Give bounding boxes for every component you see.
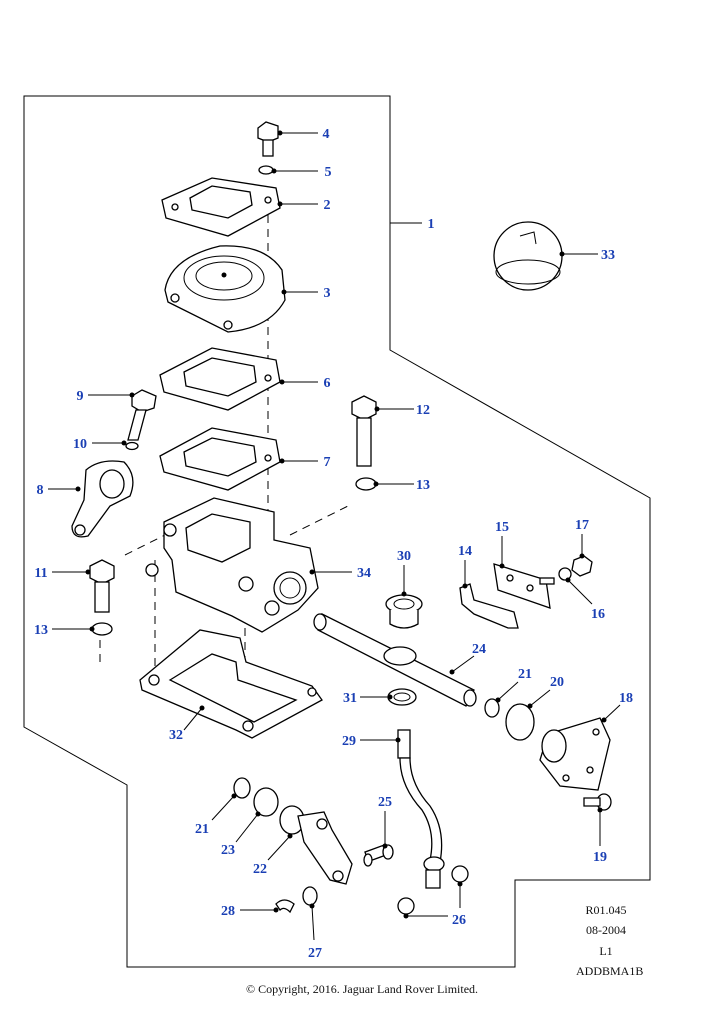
- callout-9: 9: [77, 389, 84, 404]
- callout-27: 27: [308, 946, 322, 961]
- callout-5: 5: [325, 165, 332, 180]
- part-3-cover: [164, 245, 286, 333]
- part-7-gasket: [159, 427, 281, 491]
- reference-drawing-id: ADDBMA1B: [576, 964, 644, 978]
- part-20-o-ring: [505, 703, 535, 741]
- leader-lines: [48, 130, 621, 941]
- callout-8: 8: [37, 483, 44, 498]
- part-33-knob: [493, 221, 563, 291]
- reference-date: 08-2004: [586, 923, 626, 937]
- callout-1: 1: [428, 217, 435, 232]
- callout-22: 22: [253, 862, 267, 877]
- callout-28: 28: [221, 904, 235, 919]
- callout-24: 24: [472, 642, 486, 657]
- part-30-bush: [385, 594, 423, 629]
- part-21-circlip-b: [233, 777, 251, 799]
- copyright-notice: © Copyright, 2016. Jaguar Land Rover Lim…: [245, 982, 479, 996]
- callout-numbers: 1234567891011121313141516171819202121222…: [34, 127, 633, 961]
- callout-17: 17: [575, 518, 589, 533]
- part-32-gasket: [139, 629, 323, 739]
- part-19-screw: [583, 793, 612, 811]
- part-14-bracket: [459, 583, 519, 629]
- callout-3: 3: [324, 286, 331, 301]
- callout-30: 30: [397, 549, 411, 564]
- assembly-boundary: [23, 95, 651, 968]
- part-28-clip: [275, 899, 295, 914]
- part-21-circlip-a: [484, 698, 500, 718]
- callout-34: 34: [357, 566, 371, 581]
- callout-18: 18: [619, 691, 633, 706]
- reference-code: R01.045: [585, 903, 627, 917]
- part-25-pin: [363, 843, 394, 867]
- callout-31: 31: [343, 691, 357, 706]
- reference-level: L1: [599, 944, 613, 958]
- callout-16: 16: [591, 607, 605, 622]
- callout-25: 25: [378, 795, 392, 810]
- callout-13: 13: [416, 478, 430, 493]
- part-2-plate: [161, 177, 281, 237]
- callout-14: 14: [458, 544, 472, 559]
- part-13-washer-b: [91, 622, 113, 636]
- part-24-shaft: [313, 613, 477, 707]
- callout-2: 2: [324, 198, 331, 213]
- callout-32: 32: [169, 728, 183, 743]
- part-4-bolt: [257, 121, 279, 157]
- part-6-gasket: [159, 347, 281, 411]
- callout-23: 23: [221, 843, 235, 858]
- callout-33: 33: [601, 248, 615, 263]
- callout-11: 11: [34, 566, 47, 581]
- callout-20: 20: [550, 675, 564, 690]
- part-8-lever: [71, 460, 134, 538]
- callout-15: 15: [495, 520, 509, 535]
- callout-7: 7: [324, 455, 331, 470]
- part-12-bolt: [351, 395, 377, 467]
- part-5-washer: [258, 165, 274, 175]
- callout-21: 21: [518, 667, 532, 682]
- part-15-plate: [493, 563, 555, 609]
- callout-4: 4: [323, 127, 330, 142]
- callout-10: 10: [73, 437, 87, 452]
- part-27-washer: [302, 886, 318, 906]
- callout-13: 13: [34, 623, 48, 638]
- callout-19: 19: [593, 850, 607, 865]
- callout-21: 21: [195, 822, 209, 837]
- callout-6: 6: [324, 376, 331, 391]
- part-23-o-ring: [253, 787, 279, 817]
- part-16-washer: [558, 567, 572, 581]
- part-29-pipe: [397, 729, 445, 889]
- callout-29: 29: [342, 734, 356, 749]
- part-11-bolt: [89, 559, 115, 613]
- part-34-housing: [145, 497, 319, 633]
- callout-12: 12: [416, 403, 430, 418]
- part-26-washers: [397, 865, 469, 915]
- part-22-selector-lever: [279, 805, 353, 885]
- part-13-washer-a: [355, 477, 377, 491]
- part-9-bolt: [127, 389, 157, 441]
- callout-26: 26: [452, 913, 466, 928]
- part-18-flange: [539, 717, 611, 791]
- part-17-nut: [571, 555, 593, 577]
- part-10-washer: [125, 441, 139, 451]
